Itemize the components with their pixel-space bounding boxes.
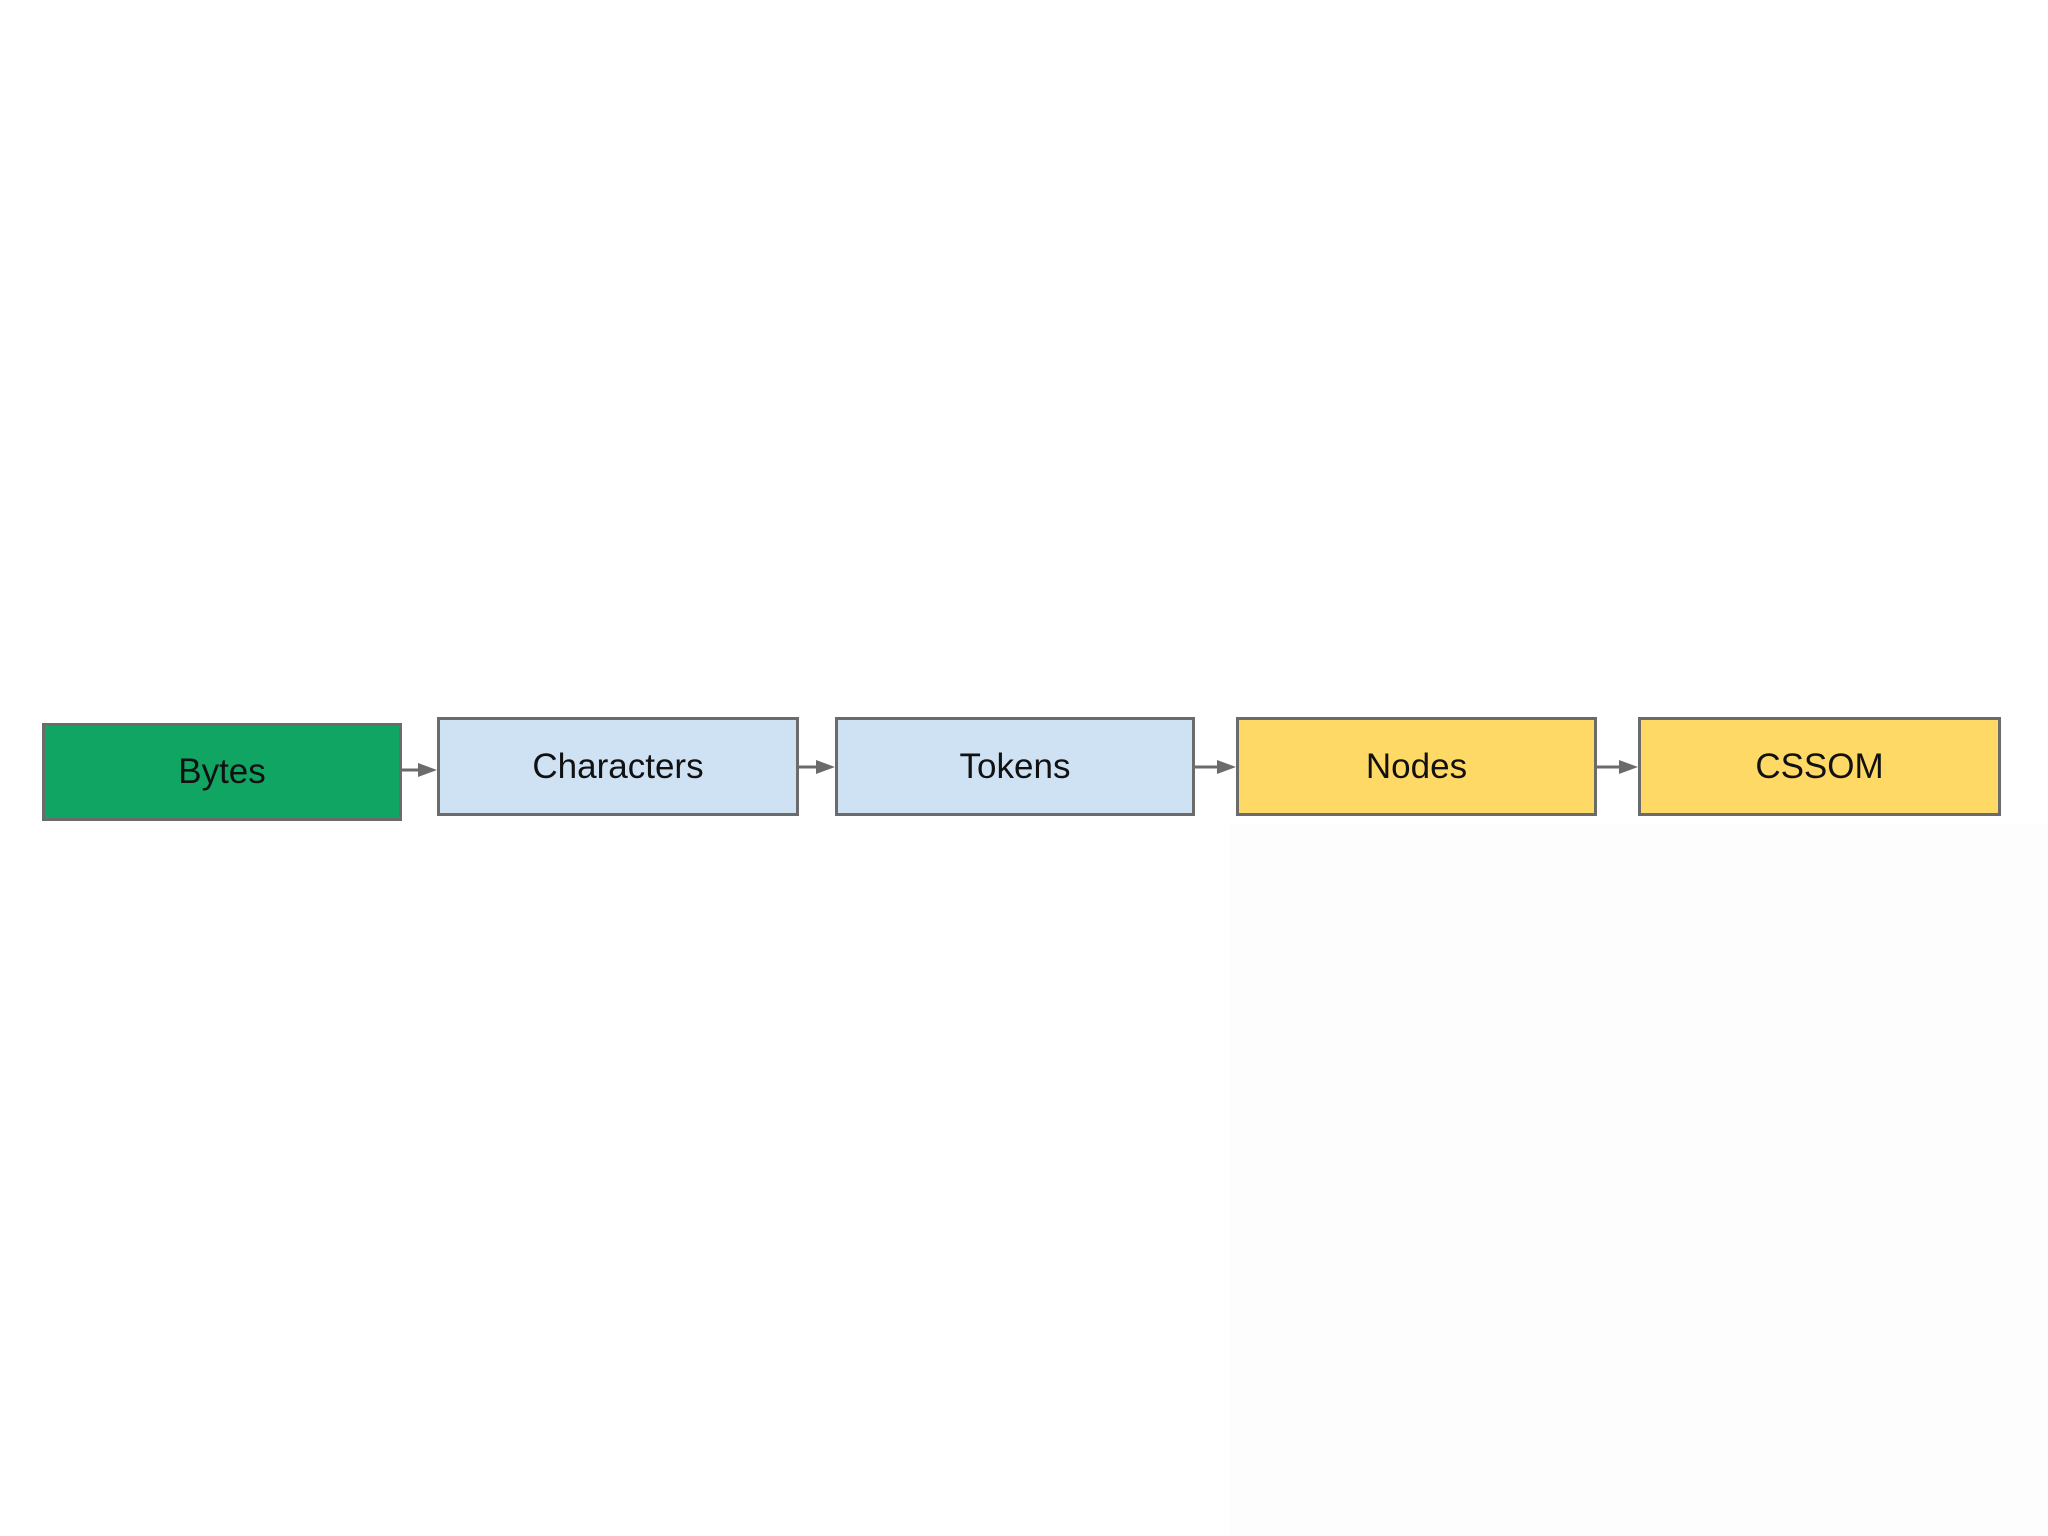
cssom-label: CSSOM: [1755, 746, 1884, 786]
cssom-box: CSSOM: [1638, 717, 2001, 816]
arrow-nodes-to-cssom: [1597, 760, 1638, 774]
bytes-label: Bytes: [178, 752, 266, 791]
tokens-label: Tokens: [959, 746, 1071, 786]
characters-label: Characters: [532, 746, 704, 786]
arrow-characters-to-tokens: [799, 760, 835, 774]
characters-box: Characters: [437, 717, 799, 816]
tokens-box: Tokens: [835, 717, 1195, 816]
nodes-label: Nodes: [1365, 746, 1468, 786]
bytes-box: Bytes: [42, 723, 402, 821]
arrow-tokens-to-nodes: [1195, 760, 1236, 774]
arrow-bytes-to-characters: [402, 763, 437, 777]
background-panel: [1229, 824, 2048, 1536]
nodes-box: Nodes: [1236, 717, 1597, 816]
